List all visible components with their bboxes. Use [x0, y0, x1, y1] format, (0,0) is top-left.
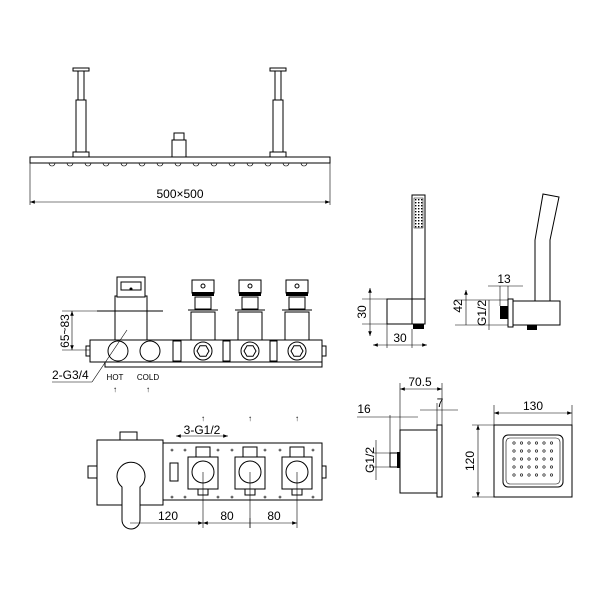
- diverter-valve-plan: ↑: [234, 414, 266, 528]
- nozzle: [174, 162, 182, 167]
- shower-nozzles: [48, 162, 308, 167]
- nozzle: [102, 162, 110, 167]
- jet-nozzle: [542, 465, 546, 469]
- overhead-shower: 500×500: [29, 67, 331, 205]
- ceiling-arm-left: [72, 67, 90, 158]
- jet-nozzle: [519, 441, 523, 445]
- nozzle: [48, 162, 56, 167]
- handle-lever: [116, 461, 146, 530]
- flow-arrow-icon: ↑: [295, 414, 299, 423]
- jet-nozzle: [512, 473, 516, 477]
- jet-nozzle: [527, 465, 531, 469]
- spacing-label-2: 80: [267, 509, 281, 523]
- cold-arrow-icon: ↑: [146, 385, 150, 394]
- jet-nozzle: [542, 473, 546, 477]
- size-label: 500×500: [156, 187, 203, 201]
- jet-nozzle: [512, 449, 516, 453]
- jet-nozzle: [542, 441, 546, 445]
- diverter-valve: [188, 279, 218, 361]
- bracket-width-label: 30: [393, 331, 407, 345]
- jet-nozzle: [534, 457, 538, 461]
- thread-label: G1/2: [475, 300, 489, 326]
- height-range-label: 65~83: [58, 314, 72, 348]
- nipple-label: 16: [357, 402, 371, 416]
- depth-label: 13: [497, 272, 511, 286]
- outlet-thread-label: G1/2: [363, 447, 377, 473]
- hot-inlet: [107, 340, 129, 362]
- valve-plan-view: ↑ ↑ ↑ 3-G1/2 120 80 80: [87, 414, 327, 530]
- diverter-valve: [282, 279, 312, 361]
- jet-nozzle: [527, 449, 531, 453]
- cold-inlet: [139, 340, 161, 362]
- spacing-label-1: 80: [220, 509, 234, 523]
- cold-label: COLD: [137, 373, 159, 382]
- nozzle: [156, 162, 164, 167]
- nozzle: [228, 162, 236, 167]
- hand-shower-front: 30 30: [355, 194, 427, 348]
- jet-nozzle: [534, 465, 538, 469]
- nozzle: [264, 162, 272, 167]
- inlet-thread-label: 2-G3/4: [52, 368, 89, 382]
- nozzle: [120, 162, 128, 167]
- body-jet: 130 120: [463, 399, 573, 498]
- hot-arrow-icon: ↑: [113, 385, 117, 394]
- ceiling-arm-right: [269, 67, 287, 158]
- nozzle: [300, 162, 308, 167]
- jet-nozzle: [527, 441, 531, 445]
- nozzle: [282, 162, 290, 167]
- jet-nozzle: [519, 457, 523, 461]
- jet-width-label: 130: [523, 399, 543, 413]
- jet-nozzle: [549, 465, 553, 469]
- nozzle: [84, 162, 92, 167]
- flow-arrow-icon: ↑: [248, 414, 252, 423]
- diverter-valve: [235, 279, 265, 361]
- height-label: 42: [451, 299, 465, 313]
- jet-nozzle: [512, 465, 516, 469]
- jet-nozzle: [519, 465, 523, 469]
- jet-nozzle: [549, 473, 553, 477]
- jet-nozzle: [527, 457, 531, 461]
- plate-label: 7: [437, 396, 444, 410]
- flow-arrow-icon: ↑: [201, 414, 205, 423]
- diverter-valve-plan: ↑: [187, 414, 219, 528]
- nozzle: [138, 162, 146, 167]
- jet-nozzle: [534, 473, 538, 477]
- jet-nozzle: [512, 457, 516, 461]
- hot-label: HOT: [107, 373, 124, 382]
- nozzle: [192, 162, 200, 167]
- diverter-valve-plan: ↑: [281, 414, 313, 528]
- jet-height-label: 120: [463, 451, 477, 471]
- jet-nozzle: [542, 449, 546, 453]
- thermostatic-valve-elevation: 65~83 2-G3/4 HOT COLD ↑ ↑: [52, 276, 327, 394]
- jet-nozzle: [549, 441, 553, 445]
- wall-outlet: 70.5 16 7 G1/2: [357, 375, 458, 498]
- nozzle: [66, 162, 74, 167]
- offset-label: 120: [158, 509, 178, 523]
- jet-nozzle: [534, 449, 538, 453]
- jet-nozzle: [512, 441, 516, 445]
- outlet-thread-label: 3-G1/2: [184, 423, 221, 437]
- nozzle: [210, 162, 218, 167]
- total-depth-label: 70.5: [408, 375, 432, 389]
- jet-nozzle: [527, 473, 531, 477]
- bracket-height-label: 30: [355, 305, 369, 319]
- jet-nozzle: [519, 473, 523, 477]
- top-knob: [119, 431, 138, 441]
- jet-nozzle: [542, 457, 546, 461]
- jet-nozzle: [534, 441, 538, 445]
- hand-shower-side: 13 42 G1/2: [451, 193, 561, 330]
- jet-nozzle: [549, 457, 553, 461]
- hose-bracket: [386, 298, 426, 325]
- mounting-plate: [104, 361, 323, 368]
- nozzle: [246, 162, 254, 167]
- jet-nozzle: [549, 449, 553, 453]
- jet-nozzle: [519, 449, 523, 453]
- center-inlet: [171, 139, 187, 158]
